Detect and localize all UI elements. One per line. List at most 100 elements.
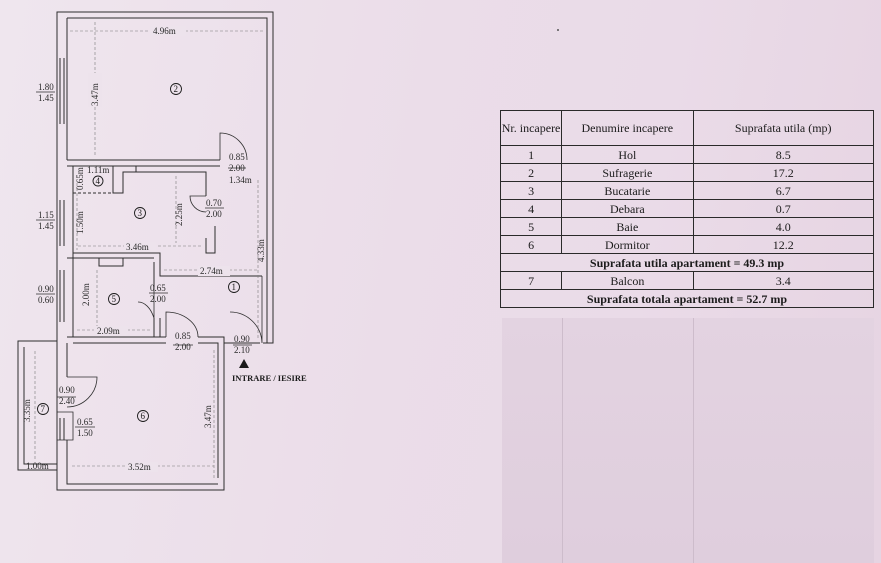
dim-living-height: 3.47m: [90, 83, 100, 106]
dim-hall-length: 4.33m: [256, 239, 266, 262]
door-b-width: 0.70: [206, 198, 222, 208]
room-6-circle: [137, 410, 149, 422]
opening-labels: 1.80 1.45 1.15 1.45 0.90 0.60 0.85 2.00 …: [38, 82, 250, 438]
dim-kitchen-depth-150: 1.50m: [75, 211, 85, 234]
cell-name: Sufragerie: [561, 163, 694, 182]
window-1-height: 1.45: [38, 93, 54, 103]
cell-area: 0.7: [692, 199, 874, 218]
room-5-circle: [108, 293, 120, 305]
total-row: Suprafata totala apartament = 52.7 mp: [500, 289, 874, 308]
window-label-lines: [36, 91, 252, 428]
door-c-height: 2.00: [150, 294, 166, 304]
cell-nr: 1: [499, 145, 563, 164]
window-2-width: 1.15: [38, 210, 54, 220]
header-area: Suprafata utila (mp): [692, 110, 874, 146]
dim-hall-134: 1.34m: [229, 175, 252, 185]
room-2-number: 2: [174, 84, 179, 94]
dim-bedroom-width: 3.52m: [128, 462, 151, 472]
door-g-width: 0.65: [77, 417, 93, 427]
subtotal-row: Suprafata utila apartament = 49.3 mp: [500, 253, 874, 272]
room-3-circle: [134, 207, 146, 219]
cell-name: Dormitor: [561, 235, 694, 254]
table-row: 3 Bucatarie 6.7: [499, 181, 874, 200]
cell-nr: 6: [499, 235, 563, 254]
cell-nr: 2: [499, 163, 563, 182]
door-e-height: 2.10: [234, 345, 250, 355]
dim-kitchen-height: 2.25m: [174, 203, 184, 226]
door-a-height: 2.00: [229, 163, 245, 173]
room-1-circle: [228, 281, 240, 293]
room-4-circle: [92, 175, 104, 187]
table-row: 1 Hol 8.5: [499, 145, 874, 164]
room-3-number: 3: [138, 208, 143, 218]
door-b-height: 2.00: [206, 209, 222, 219]
header-room-number: Nr. incapere: [499, 110, 563, 146]
cell-nr: 7: [499, 271, 563, 290]
door-g-height: 1.50: [77, 428, 93, 438]
dim-kitchen-width: 3.46m: [126, 242, 149, 252]
cell-area: 6.7: [692, 181, 874, 200]
room-7-number: 7: [41, 404, 46, 414]
header-room-name: Denumire incapere: [561, 110, 694, 146]
dim-bath-width: 2.09m: [97, 326, 120, 336]
dimension-labels: 4.96m 3.47m 1.11m 0.65m 1.50m 2.25m 3.46…: [22, 26, 266, 472]
window-1-width: 1.80: [38, 82, 54, 92]
window-2-height: 1.45: [38, 221, 54, 231]
dim-hall-width: 2.74m: [200, 266, 223, 276]
room-6-number: 6: [141, 411, 146, 421]
cell-area: 12.2: [692, 235, 874, 254]
table-row: 2 Sufragerie 17.2: [499, 163, 874, 182]
window-3-width: 0.90: [38, 284, 54, 294]
room-markers: 2 4 3 1 5 6 7: [37, 83, 240, 422]
dim-bath-height: 2.00m: [81, 283, 91, 306]
cell-area: 8.5: [692, 145, 874, 164]
door-e-width: 0.90: [234, 334, 250, 344]
cell-area: 3.4: [692, 271, 874, 290]
dim-balcony-width: 1.00m: [26, 461, 49, 471]
room-1-number: 1: [232, 282, 237, 292]
table-row: 5 Baie 4.0: [499, 217, 874, 236]
cell-name: Baie: [561, 217, 694, 236]
table-row: 6 Dormitor 12.2: [499, 235, 874, 254]
cell-nr: 4: [499, 199, 563, 218]
room-5-number: 5: [112, 294, 117, 304]
room-7-circle: [37, 403, 49, 415]
entrance-arrow-icon: [239, 359, 249, 368]
door-c-width: 0.65: [150, 283, 166, 293]
area-table: Nr. incapere Denumire incapere Suprafata…: [499, 110, 874, 308]
total-text: Suprafata totala apartament = 52.7 mp: [500, 289, 874, 308]
column-ghost-line: [562, 318, 563, 563]
dim-balcony-length: 3.35m: [22, 399, 32, 422]
room-4-number: 4: [96, 176, 101, 186]
dim-living-width: 4.96m: [153, 26, 176, 36]
column-ghost-line: [693, 318, 694, 563]
table-header-row: Nr. incapere Denumire incapere Suprafata…: [499, 110, 874, 146]
door-d-width: 0.85: [175, 331, 191, 341]
door-swings: [57, 132, 263, 441]
cell-area: 4.0: [692, 217, 874, 236]
cell-name: Debara: [561, 199, 694, 218]
window-3-height: 0.60: [38, 295, 54, 305]
cell-area: 17.2: [692, 163, 874, 182]
table-shadow-area: [502, 318, 874, 563]
dim-debara-depth: 0.65m: [75, 167, 85, 190]
cell-name: Hol: [561, 145, 694, 164]
subtotal-text: Suprafata utila apartament = 49.3 mp: [500, 253, 874, 272]
walls: [17, 11, 274, 491]
door-a-width: 0.85: [229, 152, 245, 162]
cell-name: Bucatarie: [561, 181, 694, 200]
cell-nr: 3: [499, 181, 563, 200]
table-row: 4 Debara 0.7: [499, 199, 874, 218]
cell-nr: 5: [499, 217, 563, 236]
dim-bedroom-height: 3.47m: [203, 405, 213, 428]
door-d-height: 2.00: [175, 342, 191, 352]
door-f-height: 2.40: [59, 396, 75, 406]
paper-speck: [557, 29, 559, 31]
door-f-width: 0.90: [59, 385, 75, 395]
dim-debara-width: 1.11m: [87, 165, 109, 175]
entrance-label: INTRARE / IESIRE: [232, 373, 307, 383]
cell-name: Balcon: [561, 271, 694, 290]
balcony-row: 7 Balcon 3.4: [499, 271, 874, 290]
room-2-circle: [170, 83, 182, 95]
